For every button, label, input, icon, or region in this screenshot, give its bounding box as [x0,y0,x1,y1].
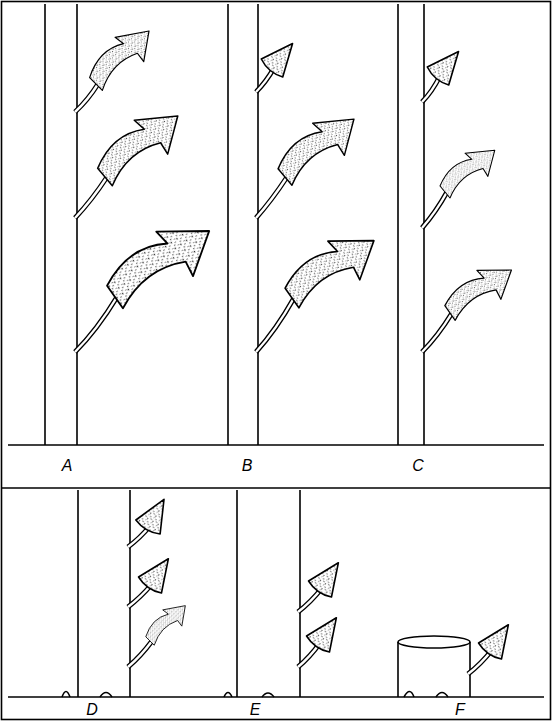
tree-b [228,4,388,445]
panel-letter: B [240,458,255,474]
stump-f [398,617,520,697]
panel-letter: A [60,458,75,474]
tree-a [45,4,225,445]
panel-letter: E [248,702,263,718]
panel-letter: C [410,458,426,474]
panel-letter: F [453,702,467,718]
tree-e [224,490,350,697]
tree-d [62,490,194,697]
ground-line [8,444,544,446]
tree-c [398,4,522,445]
ground-line [8,696,544,698]
panel-letter: D [84,702,100,718]
panel-divider [2,487,551,489]
